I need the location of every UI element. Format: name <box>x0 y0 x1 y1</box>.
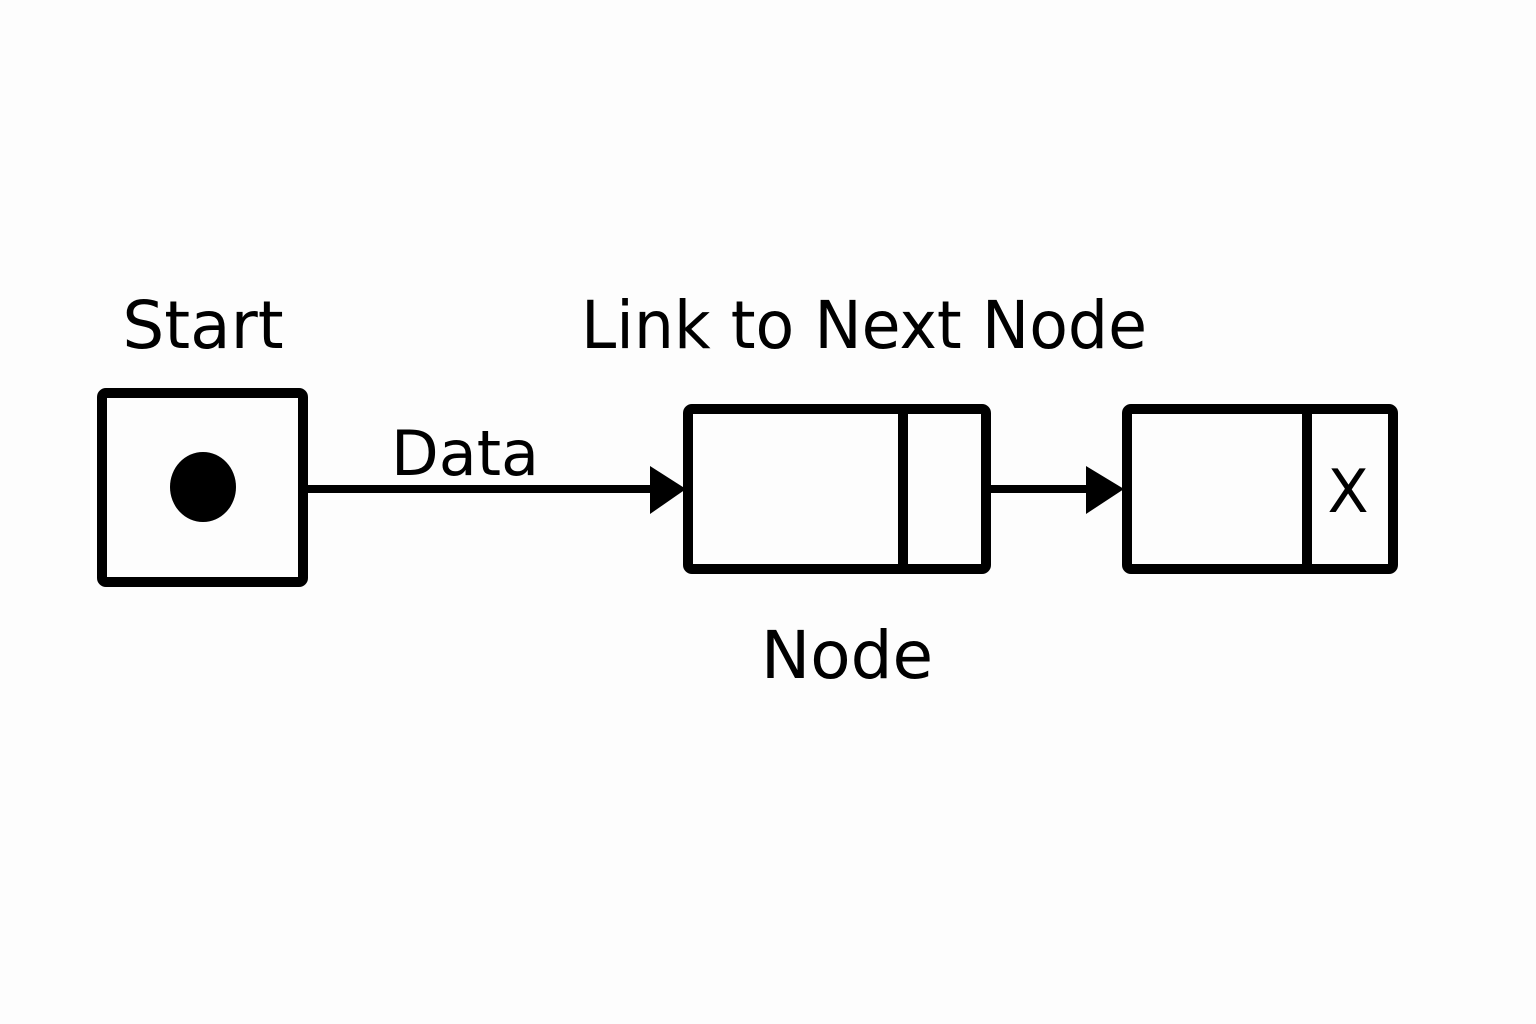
node-2-outline <box>1122 404 1398 574</box>
start-to-node-arrowhead <box>650 466 686 514</box>
start-box <box>97 388 308 587</box>
start-pointer-dot <box>170 452 236 522</box>
node-to-node-arrowhead <box>1086 466 1124 514</box>
node-2: X <box>1122 404 1398 574</box>
node-1 <box>683 404 991 574</box>
null-marker: X <box>1327 457 1368 527</box>
start-to-node-arrow <box>303 466 686 514</box>
node-1-outline <box>683 404 991 574</box>
node-label: Node <box>761 617 933 694</box>
data-label: Data <box>391 417 539 490</box>
link-to-next-node-label: Link to Next Node <box>581 287 1147 364</box>
node-to-node-arrow <box>986 466 1124 514</box>
start-label: Start <box>122 287 283 364</box>
